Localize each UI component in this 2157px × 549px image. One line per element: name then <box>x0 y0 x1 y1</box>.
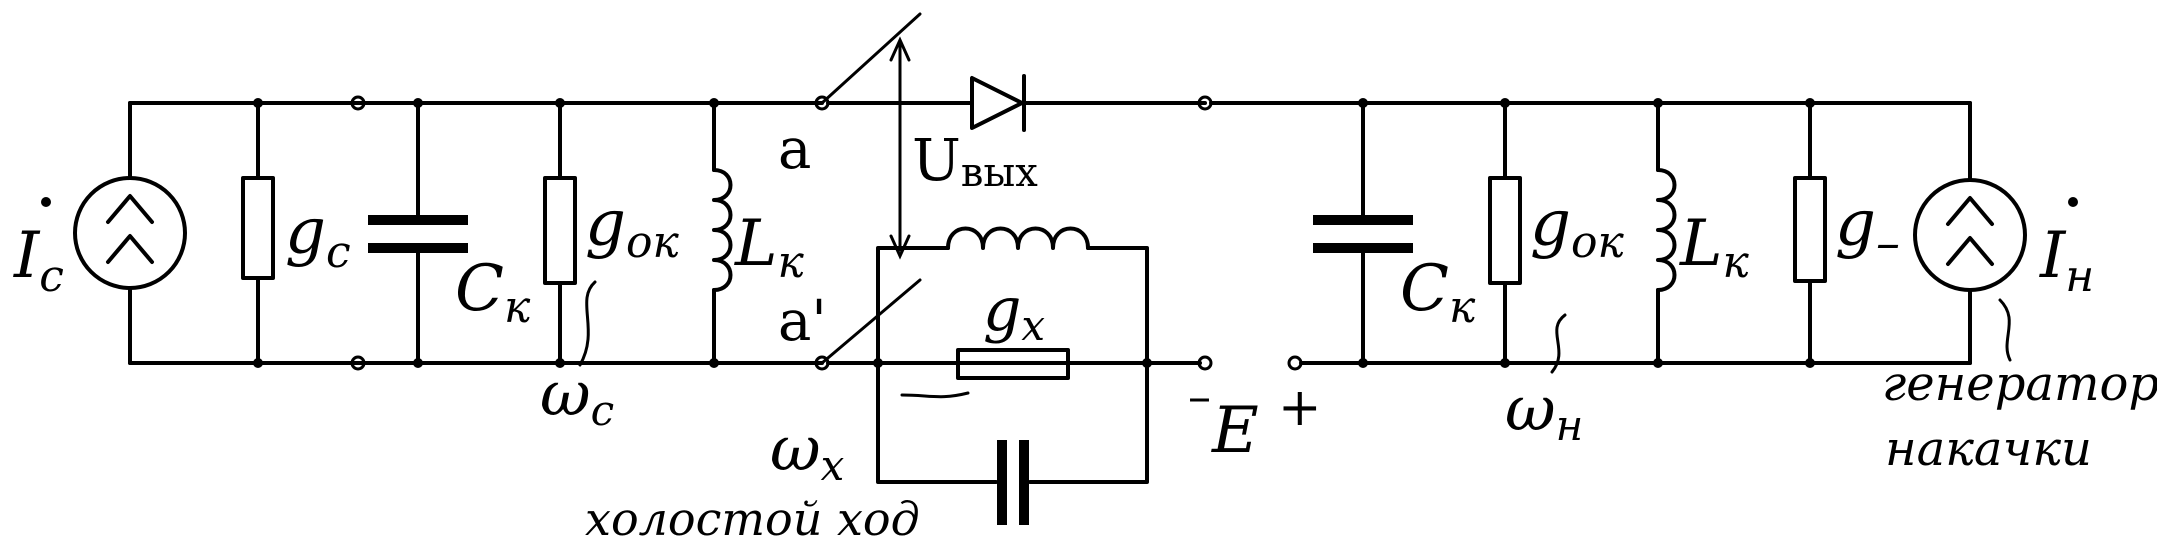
label-gx: gx <box>983 275 1045 350</box>
idle-cap-left-wire <box>876 361 998 484</box>
label-in-dot <box>2068 197 2078 207</box>
omega-c-leader <box>578 280 597 367</box>
labels: Ic gc Cк gок Lк ωc a a' Uвых gx ωx холос… <box>13 117 2157 546</box>
idle-circuit <box>873 226 1152 525</box>
idle-right-wire <box>1086 246 1149 365</box>
label-omega-x: ωx <box>770 412 845 490</box>
capacitor-ck-right <box>1313 98 1413 368</box>
label-e: E <box>1211 394 1259 468</box>
coupling-section <box>814 12 1303 371</box>
label-ic-dot <box>41 197 51 207</box>
switch-blade-bottom <box>820 278 922 365</box>
pump-circuit <box>1209 98 2027 374</box>
label-a: a <box>778 117 811 182</box>
signal-current-source <box>73 101 187 365</box>
label-omega-c: ωc <box>540 357 614 435</box>
label-lk-left: Lк <box>734 207 805 288</box>
label-pump-line1: генератор <box>1882 356 2157 412</box>
label-lk-right: Lк <box>1679 207 1750 288</box>
label-ck-right: Cк <box>1400 252 1476 333</box>
resistor-gx <box>956 348 1070 380</box>
label-uout: Uвых <box>912 126 1038 196</box>
label-in: Iн <box>2039 219 2094 302</box>
resistor-gc <box>241 98 275 368</box>
label-gc: gc <box>285 195 351 278</box>
omega-n-leader <box>1550 313 1567 374</box>
pump-generator-leader <box>1998 298 2012 362</box>
signal-source-arrow-upper <box>106 194 154 224</box>
idle-cap-right-wire <box>1028 361 1149 484</box>
label-omega-n: ωн <box>1505 372 1583 450</box>
label-a-prime: a' <box>778 289 827 354</box>
idle-inductor <box>946 226 1090 250</box>
pump-current-source <box>1913 101 2027 365</box>
label-e-minus: – <box>1188 369 1211 423</box>
switch-blade-top <box>820 12 922 105</box>
label-idle: холостой ход <box>585 492 920 546</box>
resistor-gok-right <box>1488 98 1522 368</box>
signal-circuit <box>73 95 824 371</box>
capacitor-ck-left <box>368 98 468 368</box>
label-gok-right: gок <box>1530 187 1624 268</box>
uout-arrow <box>889 36 911 260</box>
signal-source-circle <box>73 176 187 290</box>
label-pump-line2: накачки <box>1885 421 2092 477</box>
label-e-plus: + <box>1278 378 1322 438</box>
label-ic: Ic <box>13 219 64 302</box>
inductor-lk-right <box>1653 98 1677 368</box>
idle-left-wire <box>876 246 950 365</box>
signal-source-arrow-lower <box>106 234 154 264</box>
resistor-gok-left <box>543 98 577 368</box>
diode-symbol <box>970 74 1026 132</box>
label-gneg: g– <box>1835 187 1900 271</box>
omega-x-leader <box>900 391 970 399</box>
signal-terminals <box>350 95 366 371</box>
inductor-lk-left <box>709 98 733 368</box>
resistor-gneg <box>1793 98 1827 368</box>
label-gok-left: gок <box>585 187 679 268</box>
label-ck-left: Cк <box>455 252 531 333</box>
bias-terminal-minus <box>1197 355 1213 371</box>
